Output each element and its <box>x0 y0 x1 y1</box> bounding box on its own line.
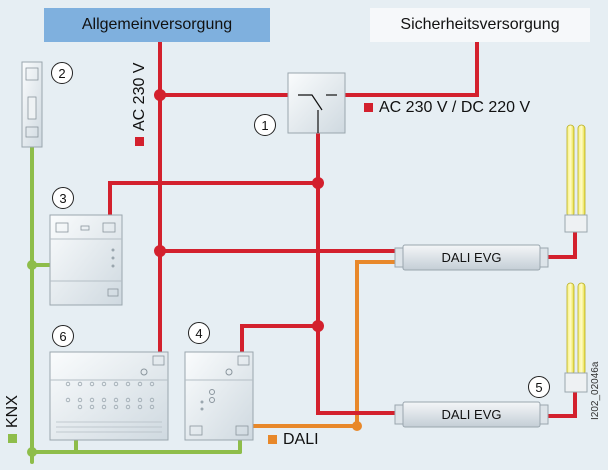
knx-junction <box>27 447 37 457</box>
lamp-2 <box>564 282 588 393</box>
dali-bus-lines <box>240 260 398 428</box>
power-color-square <box>364 103 373 113</box>
device-2-module <box>21 61 43 148</box>
device-6-actuator <box>49 351 169 441</box>
dali-label: DALI <box>268 431 319 449</box>
dali-junction <box>352 421 362 431</box>
safety-supply-label: Sicherheitsversorgung <box>400 16 560 33</box>
ac-230-text: AC 230 V <box>131 62 148 131</box>
power-junctions <box>154 89 324 332</box>
marker-6: 6 <box>52 325 74 347</box>
dali-text: DALI <box>283 431 319 448</box>
device-4-dali-gateway <box>184 351 254 441</box>
knx-text: KNX <box>4 395 21 428</box>
dali-evg-2-ballast <box>394 401 549 428</box>
ac-dc-label: AC 230 V / DC 220 V <box>364 99 530 117</box>
device-1-changeover-switch <box>287 72 346 134</box>
ac-dc-text: AC 230 V / DC 220 V <box>379 99 531 116</box>
device-3-power-supply <box>49 214 123 306</box>
general-supply-header: Allgemeinversorgung <box>44 8 270 42</box>
dali-evg-1-ballast <box>394 244 549 271</box>
marker-5: 5 <box>528 376 550 398</box>
lamp-1 <box>564 124 588 233</box>
marker-2: 2 <box>51 62 73 84</box>
dali-evg-2-label: DALI EVG <box>441 407 502 422</box>
knx-label: KNX <box>4 395 22 443</box>
dali-color-square <box>268 435 277 445</box>
ac-230-label: AC 230 V <box>131 63 149 146</box>
marker-4: 4 <box>188 322 210 344</box>
knx-color-square <box>8 434 18 443</box>
safety-supply-header: Sicherheitsversorgung <box>370 8 590 42</box>
general-supply-label: Allgemeinversorgung <box>81 16 233 33</box>
marker-1: 1 <box>254 114 276 136</box>
figure-reference: I202_02046a <box>590 361 601 420</box>
marker-3: 3 <box>52 187 74 209</box>
dali-evg-1-label: DALI EVG <box>441 250 502 265</box>
knx-junction <box>27 260 37 270</box>
power-color-square <box>135 137 145 146</box>
